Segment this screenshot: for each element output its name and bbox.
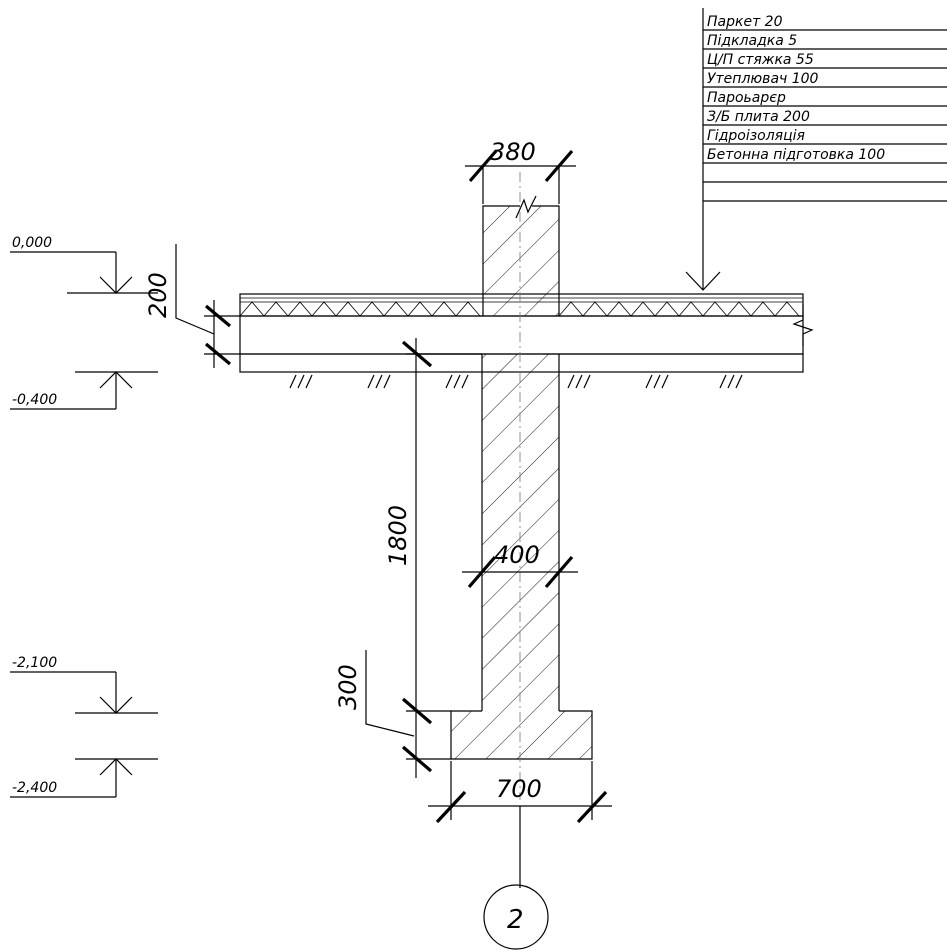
rc-slab	[239, 315, 804, 355]
dimension-footing-width: 700	[428, 761, 612, 824]
legend-leader-arrow	[685, 271, 721, 291]
upper-wall-break	[515, 195, 537, 219]
elevation-label-0: 0,000	[12, 235, 52, 251]
elevation-mark-3: -2,400	[10, 758, 158, 798]
elevation-label-2: -2,100	[12, 655, 57, 671]
soil-hatch-marks	[289, 374, 743, 389]
dimension-foundation-wall-width: 400	[462, 541, 578, 589]
structure	[239, 172, 814, 800]
legend-layer-screed: Ц/П стяжка 55	[707, 52, 814, 68]
elevation-mark-1: -0,400	[10, 371, 158, 410]
legend-layer-insulation: Утеплювач 100	[707, 71, 819, 87]
dimension-wall-width: 380	[465, 138, 576, 204]
dimension-slab-thickness: 200	[144, 244, 240, 368]
elevation-label-3: -2,400	[12, 780, 57, 796]
dimension-foundation-height: 1800	[384, 338, 482, 778]
layer-legend: Паркет 20 Підкладка 5 Ц/П стяжка 55 Утеп…	[685, 8, 947, 291]
dimension-label-380: 380	[490, 138, 536, 166]
upper-wall	[482, 205, 520, 316]
legend-layer-waterproofing: Гідроізоляція	[707, 128, 805, 144]
dimension-label-300: 300	[334, 664, 362, 710]
dimension-footing-height: 300	[334, 650, 415, 737]
elevation-mark-2: -2,100	[10, 655, 158, 714]
legend-layer-parquet: Паркет 20	[707, 14, 783, 30]
section-marker-label: 2	[507, 905, 524, 935]
insulation-zigzag	[239, 301, 481, 317]
legend-layer-concrete-prep: Бетонна підготовка 100	[707, 147, 885, 163]
dimension-label-200: 200	[144, 272, 172, 318]
elevation-mark-0: 0,000	[10, 235, 158, 294]
footing	[450, 710, 593, 760]
elevation-label-1: -0,400	[12, 392, 57, 408]
section-marker-circle	[483, 884, 549, 950]
legend-layer-rc-slab: З/Б плита 200	[707, 109, 810, 125]
section-marker: 2	[483, 806, 549, 950]
dimension-label-700: 700	[496, 775, 542, 803]
dimension-label-1800: 1800	[384, 505, 412, 566]
dimension-label-400: 400	[494, 541, 540, 569]
legend-layer-vapor-barrier: Пароьарєр	[707, 90, 786, 106]
legend-layer-underlay: Підкладка 5	[707, 33, 797, 49]
break-line-right	[792, 304, 814, 346]
